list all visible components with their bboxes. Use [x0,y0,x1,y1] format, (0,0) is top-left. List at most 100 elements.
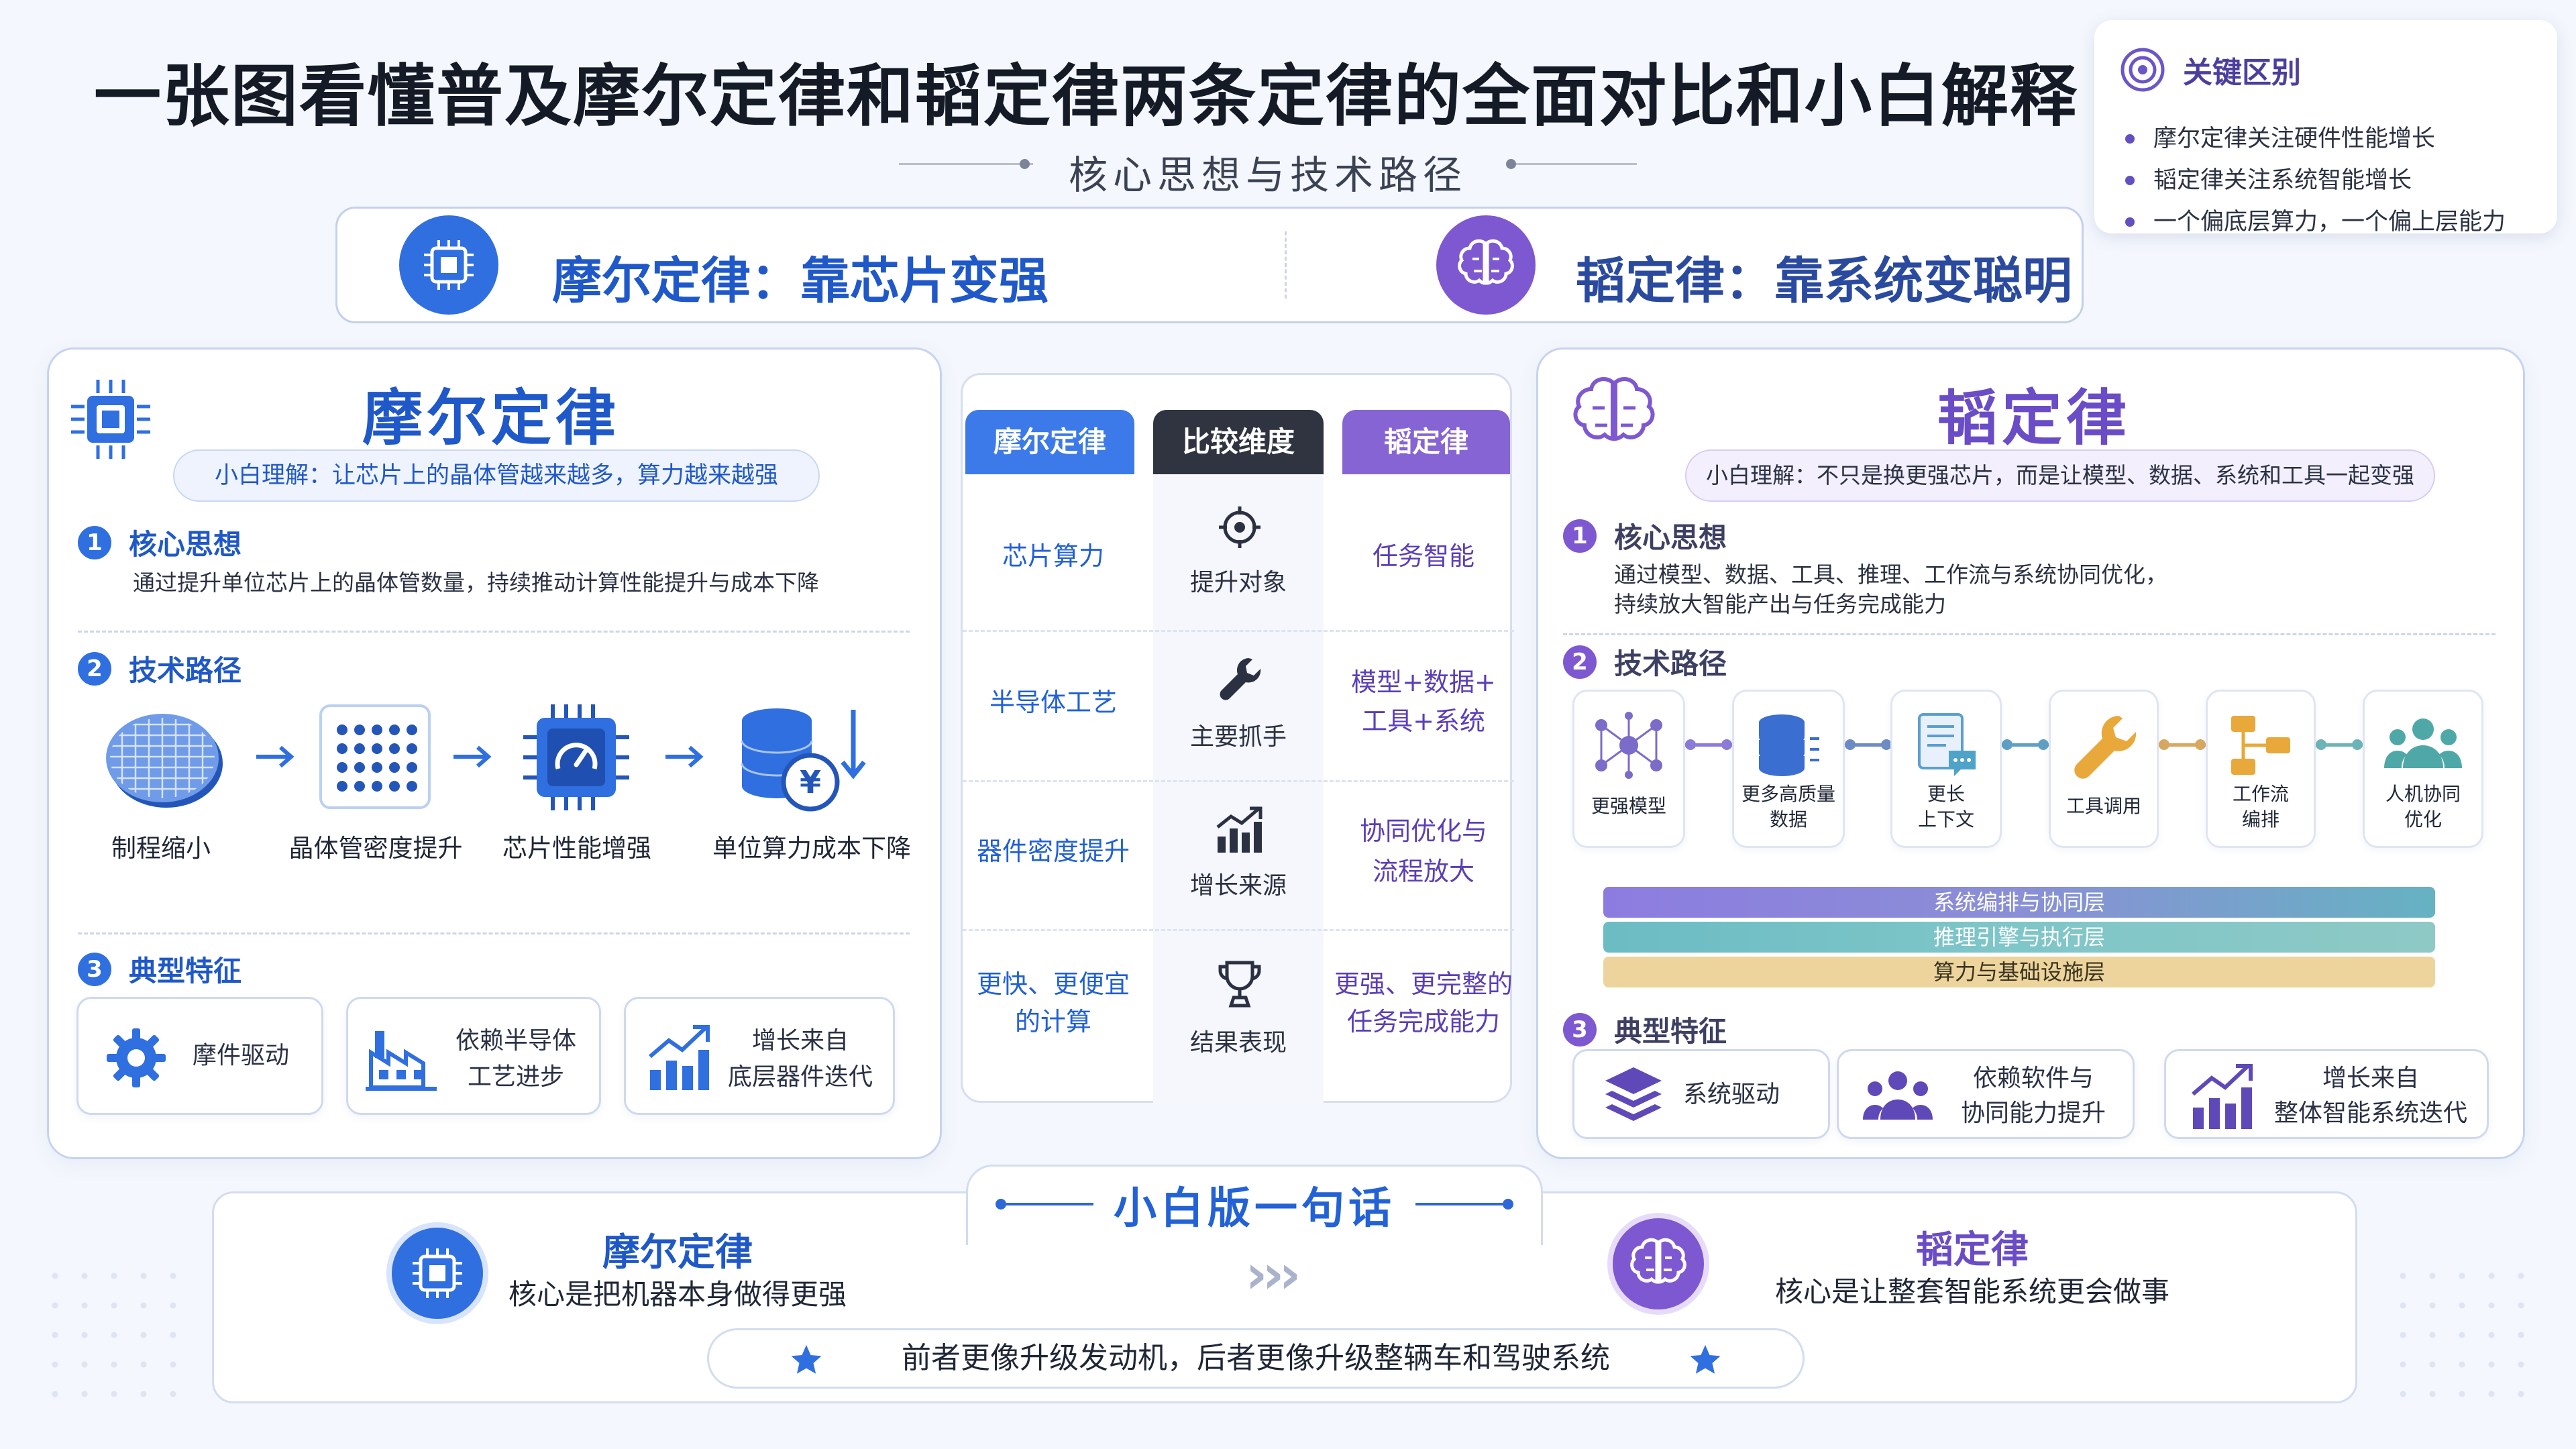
tao-core-text: 持续放大智能产出与任务完成能力 [1614,591,1946,617]
tao-plain-explanation: 小白理解：不只是换更强芯片，而是让模型、数据、系统和工具一起变强 [1685,449,2435,502]
workflow-icon [2231,716,2290,775]
banner-tao: 韬定律：靠系统变聪明 [1576,252,2072,310]
summary-moore-title: 摩尔定律 [602,1231,753,1275]
document-chat-icon [1918,713,1976,776]
subtitle: 核心思想与技术路径 [1068,152,1467,198]
flow-label: 晶体管密度提升 [288,834,463,863]
key-difference-heading: 关键区别 [2183,56,2301,90]
star-icon [791,1345,822,1374]
layer-orchestration: 系统编排与协同层 [1603,887,2435,918]
network-model-icon [1595,712,1662,779]
tao-core-text: 通过模型、数据、工具、推理、工作流与系统协同优化， [1614,561,2167,588]
summary-tao-title: 韬定律 [1916,1228,2029,1272]
bg-dots-left [40,1261,188,1409]
chevron-right-icon: ››› [1245,1243,1301,1305]
tao-section-path: 2 技术路径 [1563,641,1727,682]
wafer-icon [106,714,223,808]
target-icon [1219,506,1260,548]
flow-label: 芯片性能增强 [502,834,651,863]
tao-feature-card: 系统驱动 [1572,1049,1830,1139]
transistor-grid-icon [319,704,431,809]
moore-feature-card: 增长来自 底层器件迭代 [624,997,895,1115]
banner-divider [1285,231,1287,299]
table-cell: 协同优化与 [1359,816,1487,846]
summary-heading: 小白版一句话 [1114,1184,1395,1234]
target-icon [2121,48,2165,92]
table-cell: 的计算 [1014,1007,1091,1036]
cost-down-icon: ¥ [741,708,866,812]
divider [78,932,910,934]
factory-icon [366,1031,437,1091]
growth-chart-icon [649,1025,710,1090]
flow-label: 制程缩小 [111,834,211,863]
star-icon [1690,1345,1721,1374]
moore-core-text: 通过提升单位芯片上的晶体管数量，持续推动计算性能提升与成本下降 [133,570,819,596]
summary-tao-text: 核心是让整套智能系统更会做事 [1774,1275,2169,1308]
list-item: 摩尔定律关注硬件性能增长 [2125,118,2506,160]
wrench-icon [2074,716,2137,779]
process-step: 更多高质量 数据 [1732,690,1845,848]
table-cell: 器件密度提升 [976,837,1130,866]
wrench-icon [1220,658,1261,700]
chip-icon [71,380,150,459]
divider [78,631,910,633]
arrow-right-icon [256,745,294,768]
table-cell: 任务智能 [1372,541,1474,571]
table-header-tao: 韬定律 [1342,410,1510,474]
brain-icon [1607,1213,1709,1315]
arrow-right-icon [665,745,704,768]
list-item: 一个偏底层算力，一个偏上层能力 [2125,201,2506,243]
flow-label: 单位算力成本下降 [712,834,911,863]
table-dimension: 结果表现 [1189,1029,1287,1057]
table-cell: 更快、更便宜 [976,969,1130,999]
layer-inference: 推理引擎与执行层 [1603,922,2435,953]
table-dimension: 提升对象 [1189,569,1287,596]
page-title: 一张图看懂普及摩尔定律和韬定律两条定律的全面对比和小白解释 [94,57,2078,136]
database-icon [1759,714,1819,776]
arrow-right-icon [453,745,492,768]
subtitle-row: 核心思想与技术路径 [899,144,1637,198]
table-cell: 模型+数据+ [1351,667,1496,697]
table-cell: 流程放大 [1372,857,1474,886]
moore-section-path: 2 技术路径 [78,648,241,689]
table-cell: 更强、更完整的 [1334,969,1513,999]
brain-icon [1573,377,1655,441]
tao-section-features: 3 典型特征 [1563,1009,1727,1050]
key-difference-card: 关键区别 摩尔定律关注硬件性能增长 韬定律关注系统智能增长 一个偏底层算力，一个… [2094,20,2557,235]
table-cell: 芯片算力 [1002,541,1104,571]
moore-plain-explanation: 小白理解：让芯片上的晶体管越来越多，算力越来越强 [173,449,820,502]
process-step: 人机协同 优化 [2363,690,2483,848]
table-dimension: 增长来源 [1189,872,1287,900]
growth-chart-icon [2192,1064,2253,1129]
comparison-table: 摩尔定律 比较维度 韬定律 芯片算力 提升对象 任务智能 半导体工艺 主要抓手 … [961,373,1514,1104]
table-cell: 任务完成能力 [1346,1007,1500,1036]
team-icon [2384,718,2462,768]
banner-moore: 摩尔定律：靠芯片变强 [552,252,1049,310]
layer-infrastructure: 算力与基础设施层 [1603,957,2435,987]
tao-title: 韬定律 [1937,383,2131,453]
moore-section-features: 3 典型特征 [78,949,241,989]
tao-feature-card: 增长来自 整体智能系统迭代 [2164,1049,2489,1139]
growth-chart-icon [1216,806,1263,853]
brain-icon [1436,215,1536,315]
table-cell: 工具+系统 [1362,706,1485,736]
comparison-banner: 摩尔定律：靠芯片变强 韬定律：靠系统变聪明 [335,207,2084,323]
moore-section-core: 1 核心思想 [78,522,241,563]
summary-moore-text: 核心是把机器本身做得更强 [508,1278,847,1311]
chip-speed-icon [523,704,629,810]
list-item: 韬定律关注系统智能增长 [2125,160,2506,201]
tao-section-core: 1 核心思想 [1563,515,1727,556]
svg-text:¥: ¥ [800,764,821,800]
table-dimension: 主要抓手 [1189,723,1287,751]
table-header-dimension: 比较维度 [1153,410,1324,474]
summary-slogan: 前者更像升级发动机，后者更像升级整辆车和驾驶系统 [707,1328,1805,1389]
key-difference-list: 摩尔定律关注硬件性能增长 韬定律关注系统智能增长 一个偏底层算力，一个偏上层能力 [2125,118,2506,243]
table-cell: 半导体工艺 [989,688,1117,717]
moore-feature-card: 依赖半导体 工艺进步 [346,997,601,1115]
chip-icon [386,1222,488,1324]
moore-title: 摩尔定律 [362,383,620,453]
bg-dots-right [2388,1261,2536,1409]
tao-feature-card: 依赖软件与 协同能力提升 [1837,1049,2135,1139]
chip-icon [399,215,498,315]
divider [1563,633,2496,635]
